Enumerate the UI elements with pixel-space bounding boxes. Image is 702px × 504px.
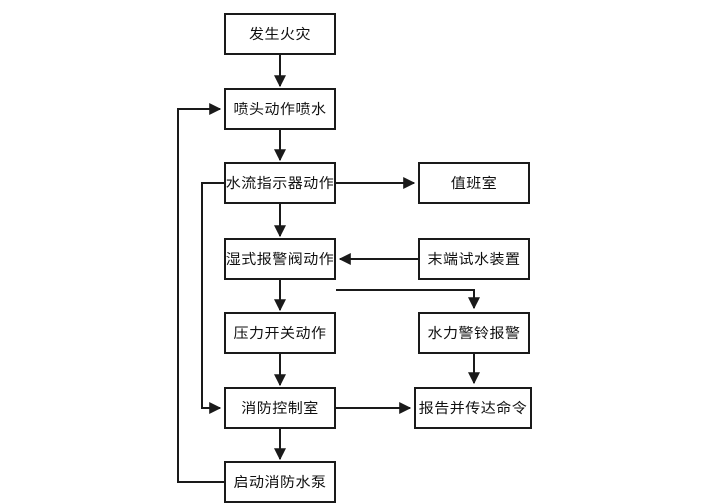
flow-node-label-dutyroom: 值班室 — [450, 173, 498, 192]
flow-node-label-sprinkler: 喷头动作喷水 — [233, 99, 327, 118]
flow-node-label-controlroom: 消防控制室 — [241, 398, 319, 417]
flow-node-flow[interactable]: 水流指示器动作 — [224, 162, 336, 204]
flow-node-label-flow: 水流指示器动作 — [225, 173, 335, 192]
flow-node-label-report: 报告并传达命令 — [418, 398, 528, 417]
flow-edge-alarmvalve-to-waterbell — [336, 289, 480, 310]
flow-node-label-pressure: 压力开关动作 — [233, 323, 327, 342]
flow-node-label-waterbell: 水力警铃报警 — [427, 323, 521, 342]
flow-node-report[interactable]: 报告并传达命令 — [414, 387, 532, 429]
flow-edge-pump-feedback-to-sprinkler — [177, 103, 224, 483]
flow-node-dutyroom[interactable]: 值班室 — [418, 162, 530, 204]
flow-node-pump[interactable]: 启动消防水泵 — [224, 461, 336, 503]
flow-node-pressure[interactable]: 压力开关动作 — [224, 312, 336, 354]
flow-node-label-fire: 发生火灾 — [248, 24, 311, 43]
flow-node-controlroom[interactable]: 消防控制室 — [224, 387, 336, 429]
flow-node-waterbell[interactable]: 水力警铃报警 — [418, 312, 530, 354]
flow-node-sprinkler[interactable]: 喷头动作喷水 — [224, 88, 336, 130]
flow-node-label-endtest: 末端试水装置 — [427, 249, 521, 268]
flow-node-fire[interactable]: 发生火灾 — [224, 13, 336, 55]
flow-node-alarmvalve[interactable]: 湿式报警阀动作 — [224, 238, 336, 280]
flow-node-label-pump: 启动消防水泵 — [233, 472, 327, 491]
flow-node-endtest[interactable]: 末端试水装置 — [418, 238, 530, 280]
flow-edge-flow-feedback-to-control — [201, 182, 224, 414]
flow-node-label-alarmvalve: 湿式报警阀动作 — [225, 249, 335, 268]
